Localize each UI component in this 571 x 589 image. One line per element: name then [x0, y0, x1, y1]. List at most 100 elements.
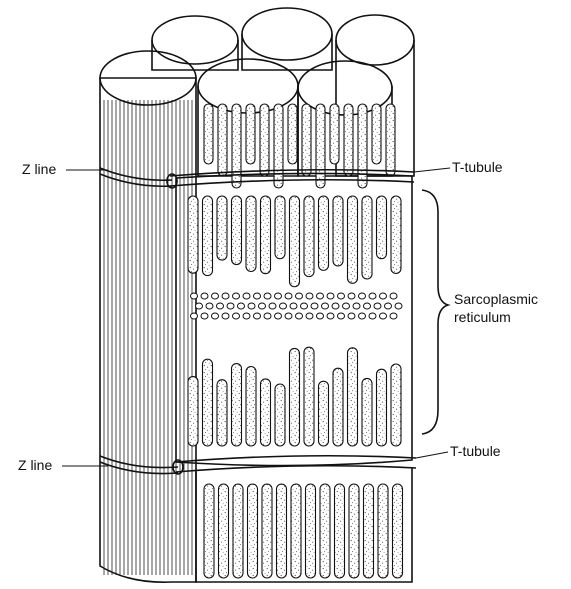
tubule-finger — [302, 104, 311, 176]
reticulum-channel — [348, 196, 358, 283]
tubule-finger — [344, 104, 353, 176]
lower-tubule-finger — [320, 484, 330, 578]
reticulum-node — [359, 313, 366, 319]
reticulum-brace — [422, 190, 448, 434]
reticulum-node — [227, 303, 234, 309]
t-tubule-label-top: T-tubule — [414, 159, 503, 175]
svg-text:reticulum: reticulum — [454, 309, 511, 325]
reticulum-node — [285, 313, 292, 319]
reticulum-node — [212, 293, 219, 299]
reticulum-node — [332, 303, 339, 309]
lower-tubule-finger — [248, 484, 258, 578]
reticulum-node — [248, 303, 255, 309]
tubule-finger — [358, 104, 367, 188]
reticulum-channel — [261, 379, 271, 446]
reticulum-node — [222, 293, 229, 299]
reticulum-channel — [304, 347, 314, 446]
reticulum-node — [327, 313, 334, 319]
reticulum-channel — [348, 348, 358, 446]
tubule-finger — [218, 104, 227, 176]
reticulum-channel — [203, 359, 213, 446]
reticulum-channel — [188, 196, 198, 273]
reticulum-channel — [333, 368, 343, 446]
svg-text:Z line: Z line — [18, 457, 52, 473]
lower-tubule-finger — [233, 484, 243, 578]
reticulum-node — [259, 303, 266, 309]
reticulum-channel — [246, 367, 256, 446]
lower-tubule-finger — [335, 484, 345, 578]
reticulum-node — [380, 313, 387, 319]
lower-tubule-finger — [204, 484, 214, 578]
reticulum-node — [327, 293, 334, 299]
reticulum-channel — [391, 196, 401, 273]
reticulum-node — [348, 313, 355, 319]
tubule-finger — [246, 104, 255, 164]
reticulum-node — [206, 303, 213, 309]
reticulum-node — [317, 293, 324, 299]
tubule-finger — [260, 104, 269, 176]
reticulum-node — [353, 303, 360, 309]
reticulum-channel — [377, 369, 387, 446]
svg-text:T-tubule: T-tubule — [450, 443, 501, 459]
reticulum-channel — [275, 196, 285, 259]
reticulum-channel — [261, 196, 271, 274]
reticulum-node — [196, 303, 203, 309]
reticulum-node — [338, 293, 345, 299]
lower-tubule-finger — [349, 484, 359, 578]
reticulum-node — [359, 293, 366, 299]
reticulum-node — [254, 313, 261, 319]
reticulum-node — [280, 303, 287, 309]
tubule-finger — [316, 104, 325, 188]
reticulum-channel — [246, 196, 256, 272]
reticulum-channel — [217, 196, 227, 260]
reticulum-node — [275, 293, 282, 299]
reticulum-node — [311, 303, 318, 309]
reticulum-channel — [391, 364, 401, 446]
reticulum-channel — [232, 364, 242, 446]
reticulum-node — [306, 313, 313, 319]
reticulum-node — [233, 293, 240, 299]
reticulum-node — [201, 313, 208, 319]
reticulum-node — [364, 303, 371, 309]
svg-text:T-tubule: T-tubule — [452, 159, 503, 175]
tubule-finger — [288, 104, 297, 164]
lower-tubule-finger — [219, 484, 229, 578]
reticulum-node — [233, 313, 240, 319]
reticulum-channel — [362, 196, 372, 279]
reticulum-sheet — [176, 173, 412, 465]
lower-tubule-finger — [291, 484, 301, 578]
lower-tubule-finger — [364, 484, 374, 578]
lower-tubule-finger — [262, 484, 272, 578]
lower-tubule-finger — [306, 484, 316, 578]
reticulum-channel — [362, 378, 372, 446]
reticulum-node — [390, 313, 397, 319]
sarcoplasmic-reticulum-label: Sarcoplasmic reticulum — [454, 291, 538, 325]
reticulum-channel — [203, 196, 213, 276]
t-tubule-label-bottom: T-tubule — [416, 443, 501, 459]
reticulum-node — [238, 303, 245, 309]
reticulum-node — [390, 293, 397, 299]
reticulum-node — [264, 313, 271, 319]
reticulum-node — [285, 293, 292, 299]
z-line-label-bottom: Z line — [18, 457, 108, 473]
reticulum-node — [343, 303, 350, 309]
left-fibril — [100, 51, 196, 582]
reticulum-node — [191, 313, 198, 319]
reticulum-node — [296, 313, 303, 319]
reticulum-node — [306, 293, 313, 299]
reticulum-channel — [304, 196, 314, 277]
tubule-finger — [330, 104, 339, 164]
reticulum-node — [369, 293, 376, 299]
z-line-label-top: Z line — [22, 161, 108, 177]
svg-text:Sarcoplasmic: Sarcoplasmic — [454, 291, 538, 307]
reticulum-node — [212, 313, 219, 319]
reticulum-node — [296, 293, 303, 299]
lower-tubule-finger — [393, 484, 403, 578]
lower-tubule-finger — [277, 484, 287, 578]
reticulum-node — [385, 303, 392, 309]
reticulum-channel — [290, 196, 300, 287]
reticulum-channel — [217, 380, 227, 446]
reticulum-node — [348, 293, 355, 299]
reticulum-node — [201, 293, 208, 299]
lower-fibrils — [196, 468, 412, 582]
